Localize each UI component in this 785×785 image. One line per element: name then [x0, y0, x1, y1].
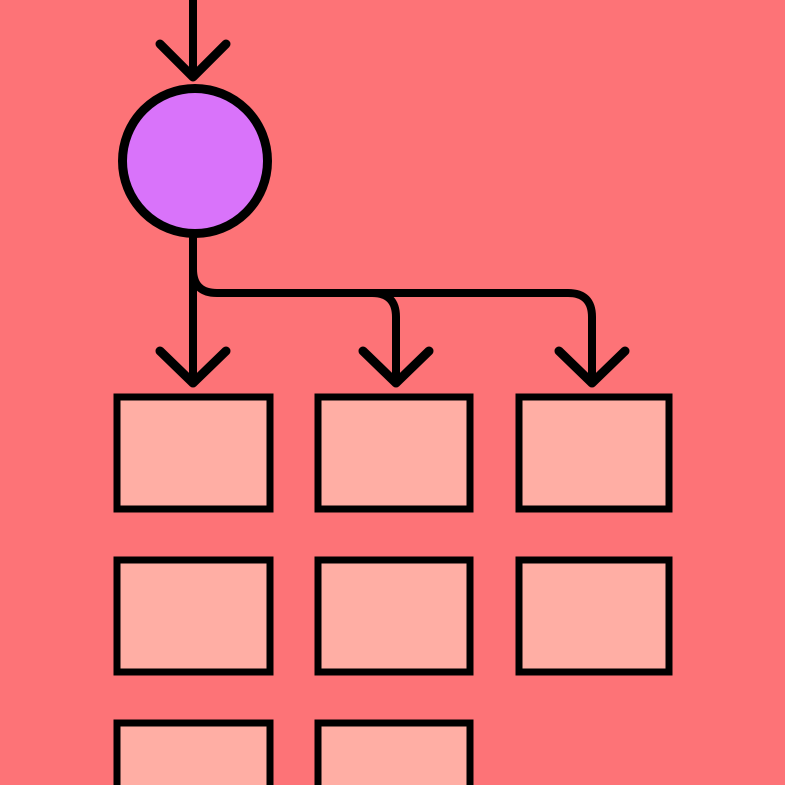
- connector-middle-branch: [368, 289, 400, 382]
- node-rect-r2c2: [314, 556, 474, 676]
- incoming-arrowhead-icon: [155, 39, 231, 82]
- node-rect-r3c1: [113, 719, 274, 785]
- node-rect-r3c2: [314, 719, 474, 785]
- node-rect-r1c2: [314, 393, 474, 513]
- connector-right-branch: [189, 248, 596, 382]
- node-grid: [113, 393, 673, 785]
- node-rect-r2c1: [113, 556, 274, 676]
- middle-arrowhead-icon: [358, 346, 434, 388]
- node-rect-r1c1: [113, 393, 274, 513]
- left-arrowhead-icon: [155, 346, 231, 388]
- node-rect-r2c3: [515, 556, 673, 676]
- node-rect-r1c3: [515, 393, 673, 513]
- connectors: [155, 0, 630, 388]
- root-circle-node: [118, 84, 272, 238]
- right-arrowhead-icon: [554, 346, 630, 388]
